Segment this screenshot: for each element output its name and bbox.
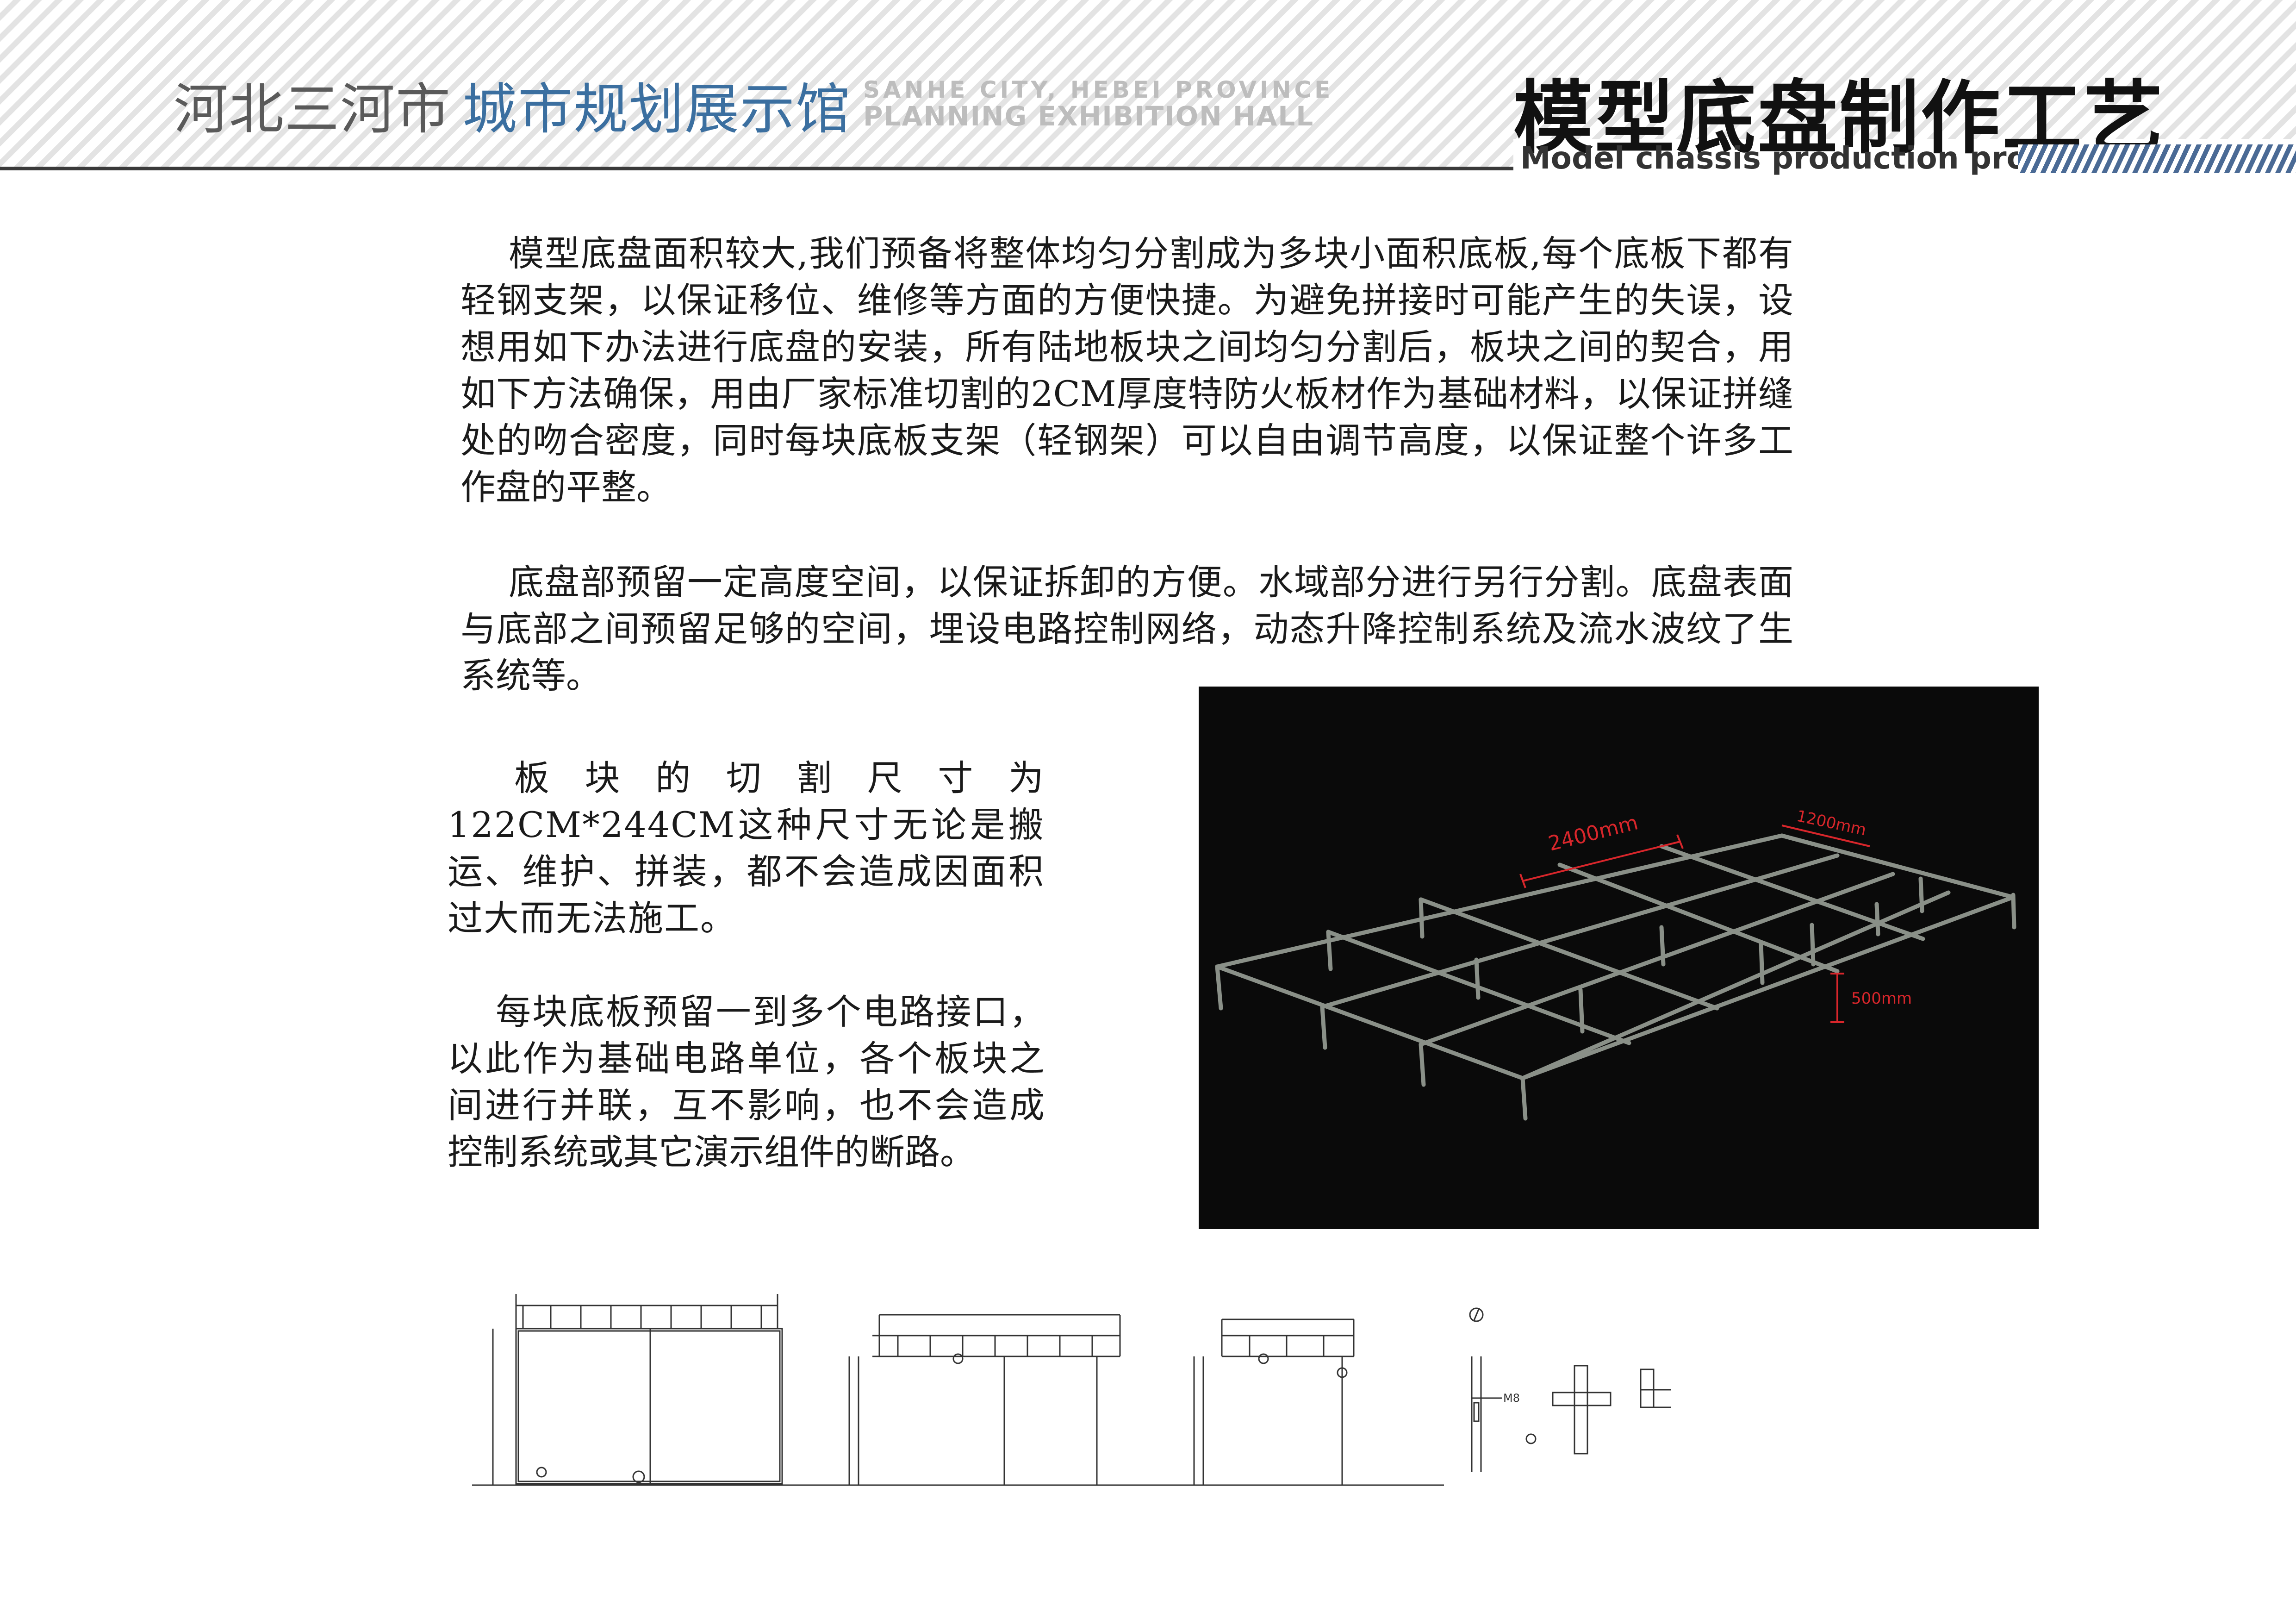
paragraph-circuit-interface: 每块底板预留一到多个电路接口，以此作为基础电路单位，各个板块之间进行并联，互不影… bbox=[448, 991, 1045, 1173]
header-divider bbox=[0, 167, 1523, 170]
dim-width-label: 1200mm bbox=[1795, 807, 1868, 840]
elevation-drawings-svg: M8 bbox=[472, 1294, 1671, 1486]
brand-english-line1: SANHE CITY, HEBEI PROVINCE bbox=[863, 76, 1334, 104]
paragraph-reserved-space: 底盘部预留一定高度空间，以保证拆卸的方便。水域部分进行另行分割。底盘表面与底部之… bbox=[460, 562, 1793, 696]
brand-logo: 河北三河市 城市规划展示馆 SANHE CITY, HEBEI PROVINCE… bbox=[174, 69, 1333, 141]
steel-frame-render: 2400mm 1200mm 500mm bbox=[1199, 687, 2039, 1229]
paragraph-chassis-division: 模型底盘面积较大,我们预备将整体均匀分割成为多块小面积底板,每个底板下都有轻钢支… bbox=[460, 233, 1793, 508]
technical-drawings: M8 bbox=[472, 1268, 1722, 1514]
dim-length-label: 2400mm bbox=[1546, 811, 1640, 856]
dim-height-label: 500mm bbox=[1851, 989, 1912, 1008]
steel-frame-drawing: 2400mm 1200mm 500mm bbox=[1215, 807, 2016, 1121]
brand-city-name: 河北三河市 bbox=[174, 77, 452, 141]
title-stripes-decoration bbox=[2018, 144, 2296, 173]
brand-english-line2: PLANNING EXHIBITION HALL bbox=[863, 100, 1314, 132]
paragraph-panel-size: 板块的切割尺寸为122CM*244CM这种尺寸无论是搬运、维护、拼装，都不会造成… bbox=[448, 757, 1045, 939]
brand-hall-name: 城市规划展示馆 bbox=[462, 77, 852, 141]
brand-english: SANHE CITY, HEBEI PROVINCE PLANNING EXHI… bbox=[863, 78, 1333, 130]
page-subtitle: Model chassis production process bbox=[1520, 140, 2103, 176]
bolt-label: M8 bbox=[1503, 1392, 1520, 1405]
